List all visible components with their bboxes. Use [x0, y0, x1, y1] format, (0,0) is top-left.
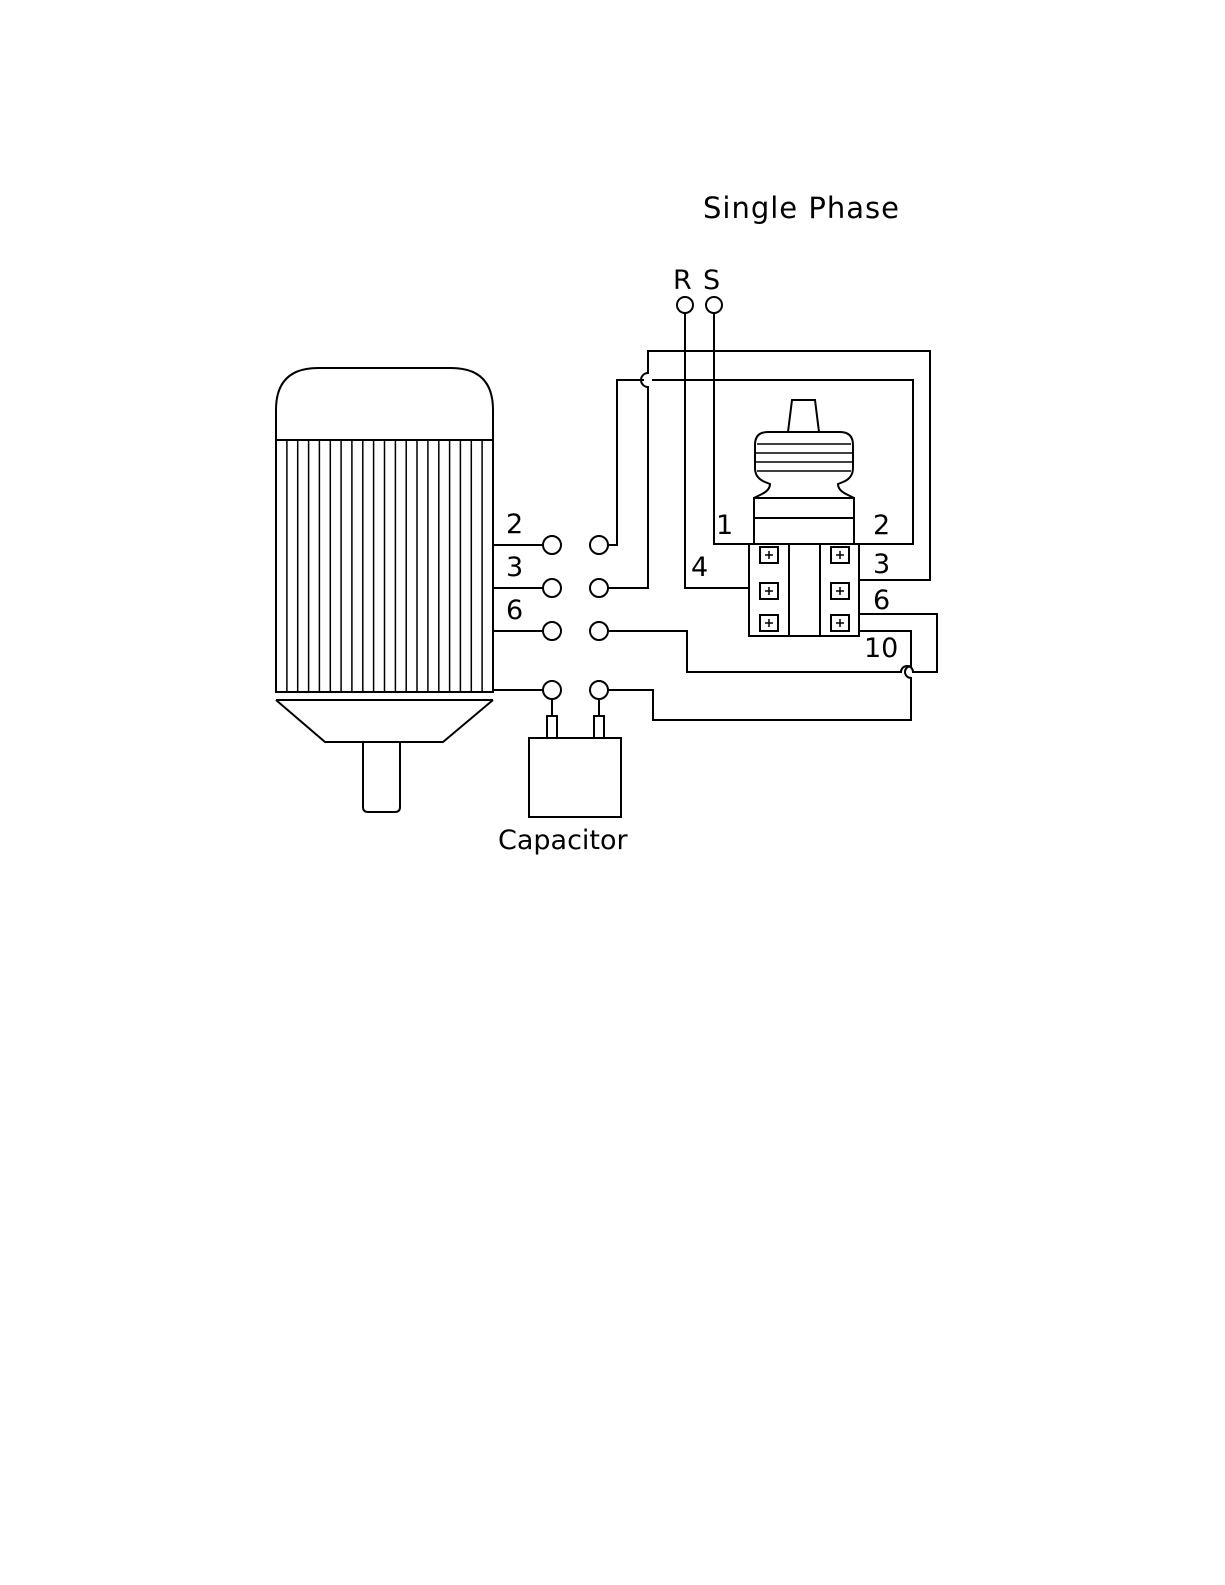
switch-label-10: 10	[864, 633, 898, 664]
motor-terminal-2	[543, 536, 561, 554]
switch-knob-tip	[788, 400, 819, 432]
supply-s-label: S	[703, 265, 720, 296]
motor-front-flange	[276, 700, 493, 742]
motor-terminal-label-6: 6	[506, 595, 523, 626]
plus-icon	[765, 619, 773, 627]
capacitor-lead-b	[594, 716, 604, 738]
motor-terminal-cap-a	[543, 681, 561, 699]
capacitor-lead-a	[547, 716, 557, 738]
plus-icon	[765, 551, 773, 559]
diagram-title: Single Phase	[703, 191, 900, 225]
supply-terminals: R S	[673, 265, 722, 313]
motor-terminal-3	[543, 579, 561, 597]
plus-icon	[765, 587, 773, 595]
switch-label-4: 4	[691, 552, 708, 583]
motor-terminal-label-2: 2	[506, 509, 523, 540]
plus-icon	[836, 587, 844, 595]
motor-end-cap	[276, 368, 493, 440]
switch-screw-terminals	[760, 547, 849, 631]
line-terminal-2	[590, 536, 608, 554]
switch-body	[749, 544, 859, 636]
motor-leads: 2 3 6	[493, 509, 543, 690]
line-terminal-6	[590, 622, 608, 640]
wire-r-to-4	[685, 313, 749, 588]
switch-label-2: 2	[873, 510, 890, 541]
capacitor-body	[529, 738, 621, 817]
plus-icon	[836, 619, 844, 627]
switch-collar	[754, 498, 854, 518]
switch-knob	[754, 432, 854, 498]
supply-r-label: R	[673, 265, 692, 296]
terminal-block	[543, 536, 608, 699]
plus-icon	[836, 551, 844, 559]
switch-label-1: 1	[716, 510, 733, 541]
motor-terminal-label-3: 3	[506, 552, 523, 583]
capacitor: Capacitor	[498, 699, 629, 856]
switch-label-3: 3	[873, 549, 890, 580]
switch-label-6: 6	[873, 585, 890, 616]
supply-s-terminal	[706, 297, 722, 313]
motor-terminal-6	[543, 622, 561, 640]
switch-neck	[754, 518, 854, 544]
motor	[276, 368, 493, 812]
motor-cooling-fins	[287, 440, 482, 692]
capacitor-label: Capacitor	[498, 825, 629, 856]
motor-shaft	[363, 742, 400, 812]
rotary-switch	[749, 400, 859, 636]
supply-r-terminal	[677, 297, 693, 313]
line-terminal-cap-b	[590, 681, 608, 699]
line-terminal-3	[590, 579, 608, 597]
